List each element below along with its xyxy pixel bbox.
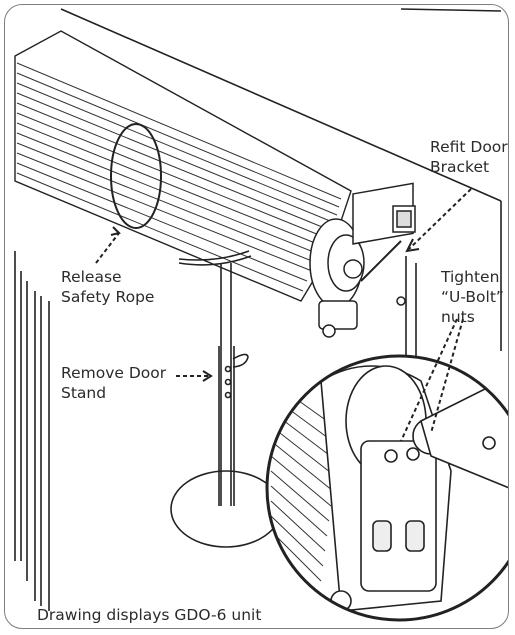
arrow-release-rope (95, 232, 120, 264)
caption: Drawing displays GDO-6 unit (37, 606, 262, 624)
arrow-tighten-nuts-1 (430, 318, 464, 434)
door-stand (170, 250, 282, 548)
arrow-tighten-nuts-2 (400, 318, 458, 442)
diagram-frame: Refit Door Bracket Release Safety Rope T… (4, 4, 509, 629)
label-tighten-u-bolt-nuts: Tighten “U-Bolt” nuts (441, 268, 504, 326)
label-remove-door-stand: Remove Door Stand (61, 364, 167, 402)
label-refit-door-bracket: Refit Door Bracket (430, 138, 508, 176)
zoom-circle-outline (265, 354, 508, 622)
door-bracket (392, 205, 416, 233)
roller-barrel (14, 30, 352, 302)
arrow-refit-bracket (408, 188, 472, 250)
leader-arrows (95, 188, 472, 442)
installation-drawing (14, 8, 508, 622)
label-release-safety-rope: Release Safety Rope (61, 268, 155, 306)
zoom-detail (267, 356, 508, 620)
